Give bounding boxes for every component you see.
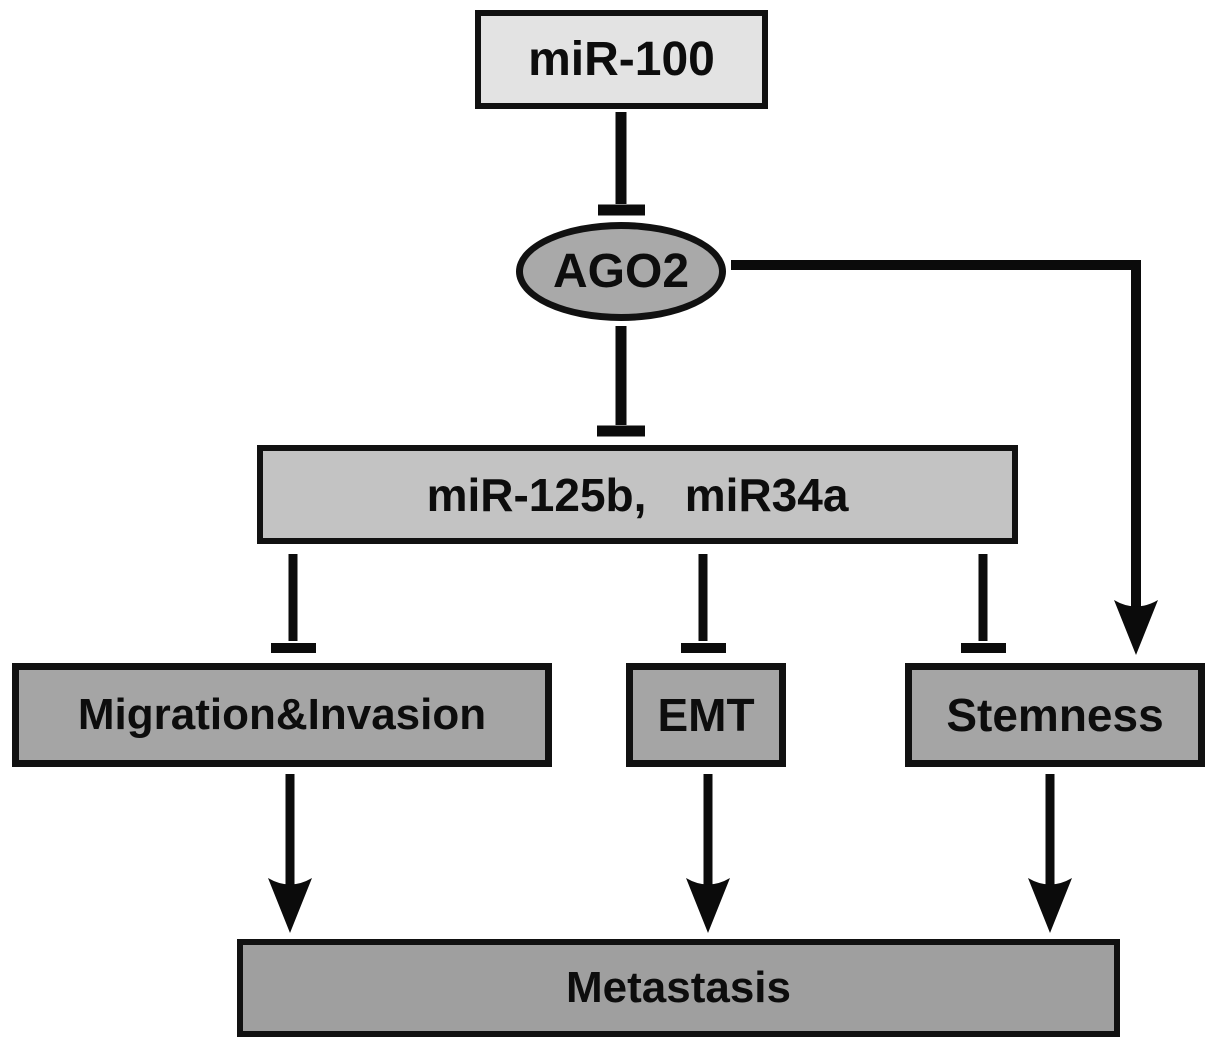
node-emt: EMT — [626, 663, 786, 767]
node-metastasis-label: Metastasis — [565, 963, 791, 1012]
node-mir125b-mir34a-label: miR-125b, miR34a — [426, 468, 849, 521]
node-mir100-label: miR-100 — [528, 33, 715, 86]
node-migration-invasion: Migration&Invasion — [12, 663, 552, 767]
activation-edge-ago2-stemness-arrowhead-icon — [1114, 600, 1158, 655]
node-metastasis: Metastasis — [237, 939, 1120, 1037]
node-mir100: miR-100 — [475, 10, 768, 109]
node-ago2-label: AGO2 — [552, 245, 690, 298]
node-emt-label: EMT — [657, 689, 755, 741]
activation-edge-stemness-metastasis-arrowhead-icon — [1028, 878, 1072, 933]
activation-edge-emt-metastasis-arrowhead-icon — [686, 878, 730, 933]
node-stemness: Stemness — [905, 663, 1205, 767]
node-mir125b-mir34a: miR-125b, miR34a — [257, 445, 1018, 544]
node-migration-invasion-label: Migration&Invasion — [77, 690, 487, 739]
node-ago2: AGO2 — [516, 222, 726, 321]
activation-edge-migration-metastasis-arrowhead-icon — [268, 878, 312, 933]
node-stemness-label: Stemness — [946, 689, 1164, 741]
activation-edge-ago2-stemness-line — [731, 260, 1141, 613]
